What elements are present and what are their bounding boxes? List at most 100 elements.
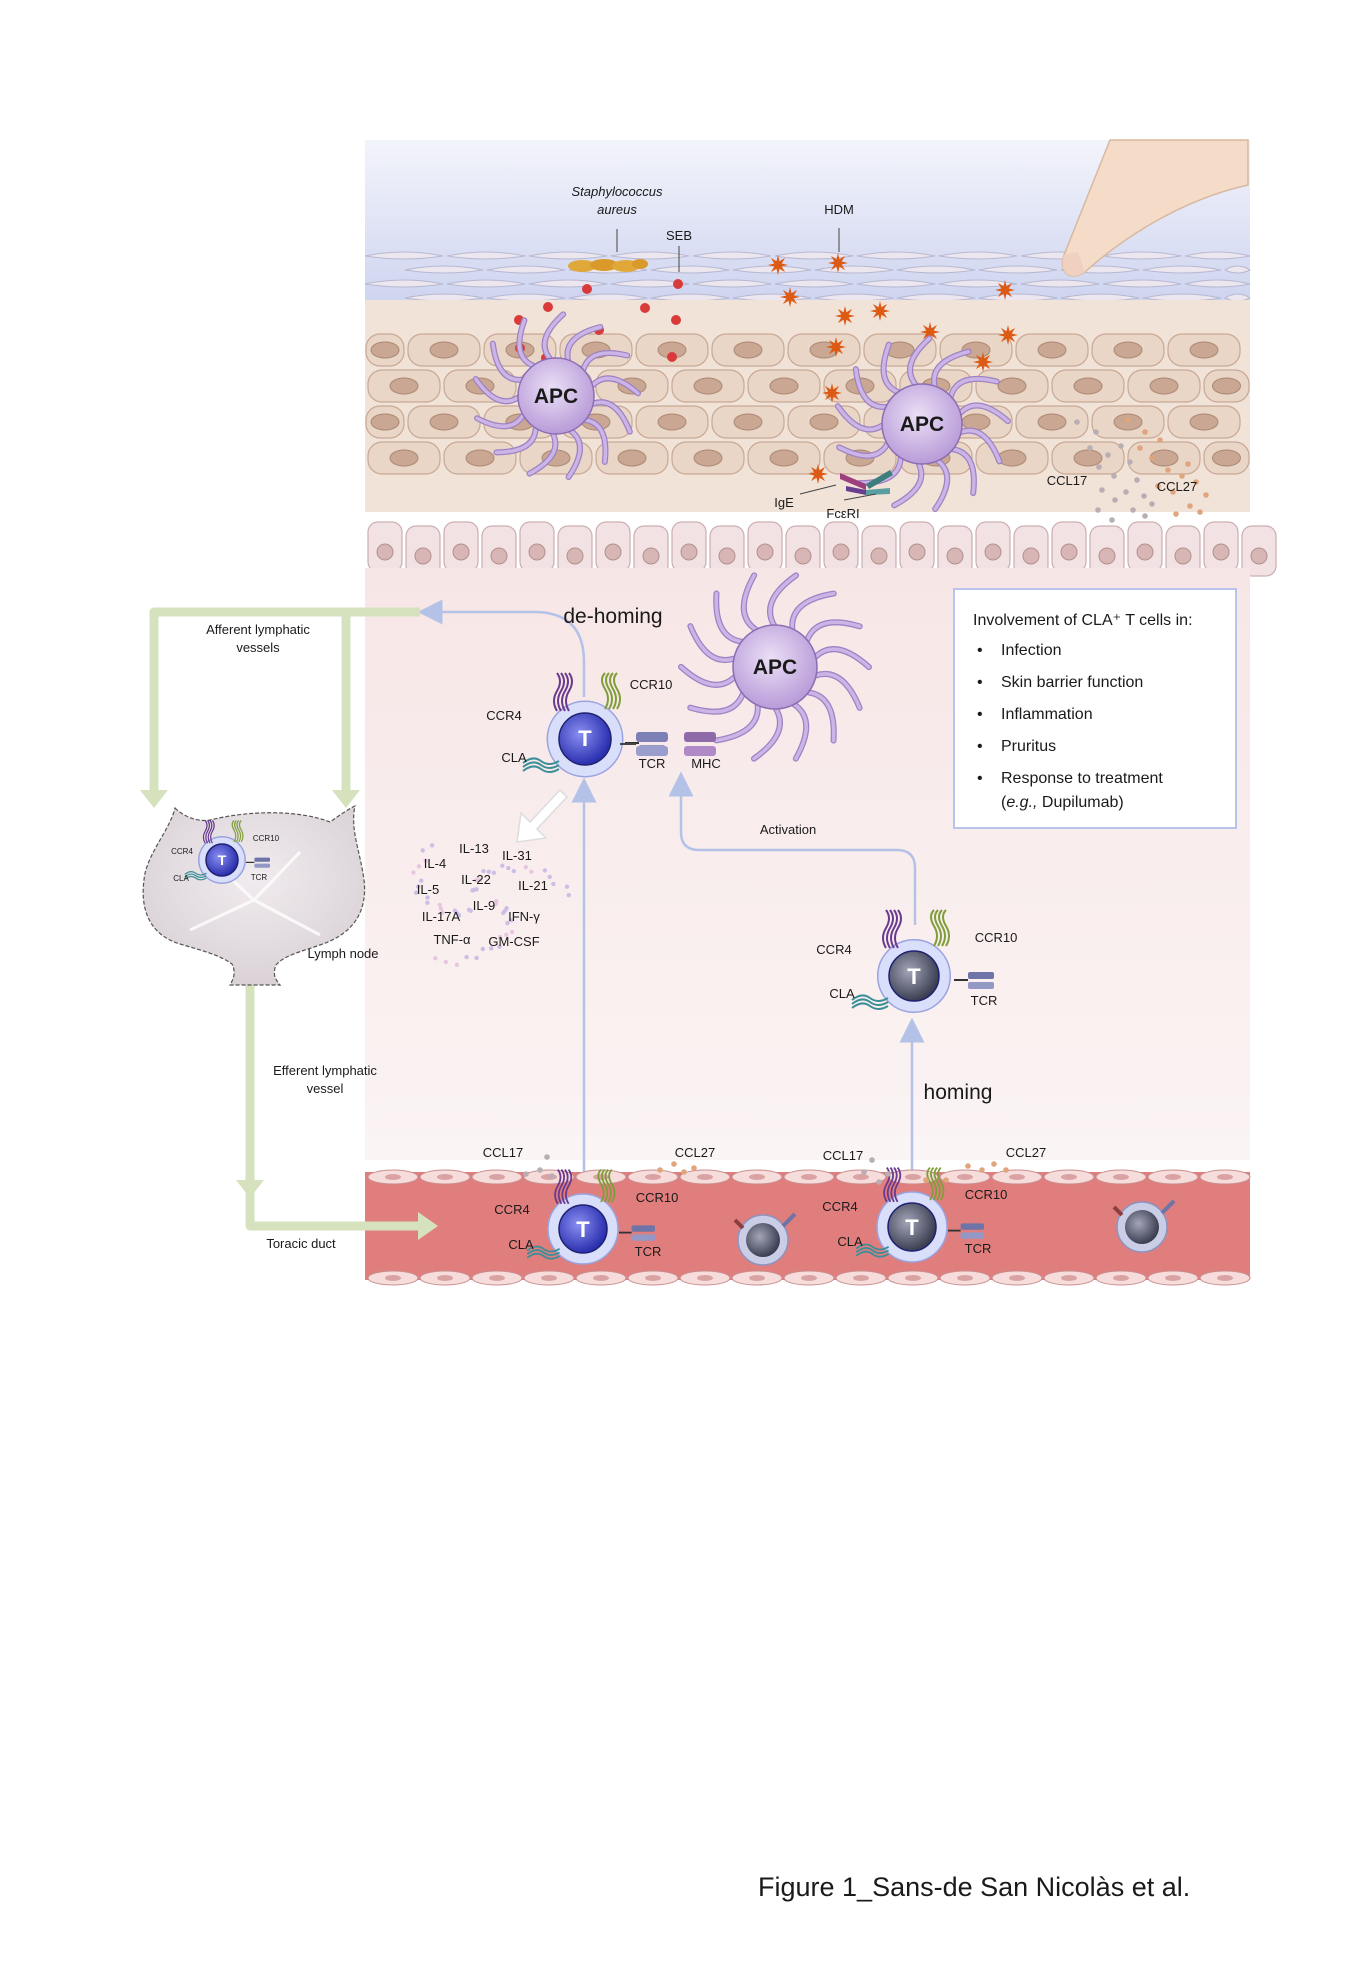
keratinocyte-nucleus	[997, 449, 1027, 467]
chemokine-dot	[1157, 437, 1163, 443]
basal-cell-nucleus	[1250, 547, 1268, 565]
receptor	[890, 1167, 898, 1203]
receptor	[851, 994, 889, 1002]
chemokine-dot	[1109, 517, 1115, 523]
cla-label-vessel-1: CLA	[508, 1237, 534, 1252]
keratinocyte-nucleus	[370, 413, 400, 431]
chemokine-dot	[1095, 507, 1101, 513]
hdm-allergen	[973, 352, 993, 372]
cytokine-dot	[419, 878, 424, 883]
chemokine-dot	[923, 1177, 929, 1183]
cytokine-dot	[489, 946, 494, 951]
basal-cell-nucleus	[642, 547, 660, 565]
receptor	[207, 820, 213, 844]
apc-cell-epidermis-left	[472, 311, 641, 481]
seb-particle	[582, 284, 592, 294]
endothelial-nucleus	[437, 1174, 453, 1180]
cytokine-dot	[504, 932, 509, 937]
cytokine-dot	[500, 863, 505, 868]
ccr4-label-dermis: CCR4	[486, 708, 521, 723]
dendrite-core	[688, 624, 736, 662]
house-dust-mite-allergens	[768, 253, 1018, 484]
ige-pointer	[799, 484, 837, 495]
basal-cell-nucleus	[604, 543, 622, 561]
keratinocyte-nucleus	[1073, 449, 1103, 467]
chemokine-dot	[979, 1167, 985, 1173]
fceri-pointer	[843, 493, 877, 501]
tcr-chain	[254, 863, 270, 868]
dendrite-core	[491, 341, 524, 382]
chemokine-dot	[1099, 487, 1105, 493]
t-cell-nucleus	[558, 712, 612, 766]
dendrite-core	[908, 336, 932, 387]
corneocyte	[1102, 279, 1182, 288]
receptor	[930, 1166, 938, 1201]
receptor	[184, 875, 207, 881]
efferent-label-1: Efferent lymphatic	[273, 1063, 377, 1078]
staphylococcus-bacteria	[568, 259, 648, 272]
bacteria-label-1: Staphylococcus	[571, 184, 663, 199]
basal-cell-nucleus	[566, 547, 584, 565]
chemokine-dot	[1193, 479, 1199, 485]
dendrite-core	[583, 418, 608, 464]
tcr-chain	[968, 972, 994, 979]
endothelial-nucleus	[489, 1174, 505, 1180]
t-cell-nucleus	[205, 843, 239, 877]
cla-label-dermis: CLA	[501, 750, 527, 765]
chemokine-dot	[1141, 493, 1147, 499]
keratinocyte-nucleus	[389, 377, 419, 395]
dendrite-core	[688, 692, 745, 714]
cytokine-dot	[474, 878, 479, 883]
tcr-chain	[631, 1225, 655, 1232]
dendrite-core	[951, 447, 976, 495]
corneocyte	[486, 265, 566, 274]
tcr-label-homing: TCR	[971, 993, 998, 1008]
corneocyte	[1142, 265, 1222, 274]
endothelial-nucleus	[801, 1275, 817, 1281]
receptor	[526, 1249, 561, 1256]
dendrite-core	[474, 377, 520, 403]
corneocyte	[364, 279, 444, 288]
t-cell-homing-dermis	[851, 909, 994, 1013]
dendrite-core	[527, 432, 558, 476]
efferent-label-2: vessel	[307, 1081, 344, 1096]
cytokine-dot	[497, 944, 502, 949]
chemokine-dot	[691, 1165, 697, 1171]
circulating-cell-nucleus	[1125, 1210, 1159, 1244]
corneocyte	[1184, 279, 1251, 288]
dendrite-core	[892, 462, 924, 508]
fceri-label: FcεRI	[826, 506, 859, 521]
t-cell-nucleus	[888, 950, 940, 1002]
dendrite-core	[814, 672, 862, 710]
chemokine-dots-vessel	[523, 1154, 1009, 1185]
bacteria-label-2: aureus	[597, 202, 637, 217]
cytokine-dot	[429, 843, 435, 848]
keratinocyte-nucleus	[370, 341, 400, 359]
chemokine-dot	[1197, 509, 1203, 515]
chemokine-dot	[523, 1171, 529, 1177]
cytokine-dot	[493, 901, 498, 907]
dehoming-label: de-homing	[563, 605, 662, 628]
cytokine-dot	[454, 962, 460, 967]
hdm-allergen	[822, 383, 842, 403]
keratinocyte-nucleus	[733, 413, 763, 431]
receptor	[942, 909, 950, 947]
dendrite-core	[790, 591, 836, 631]
afferent-label-2: vessels	[236, 640, 280, 655]
endothelial-nucleus	[1009, 1275, 1025, 1281]
chemokine-dot	[861, 1169, 867, 1175]
receptor	[882, 909, 890, 949]
cytokine-dot	[542, 868, 548, 873]
receptor	[522, 757, 560, 765]
cytokine-dot	[523, 864, 528, 870]
basal-cell-nucleus	[1136, 543, 1154, 561]
tcr-label-dermis: TCR	[639, 756, 666, 771]
cytokine-dot	[416, 884, 421, 889]
hdm-allergen	[920, 322, 940, 342]
corneocyte	[938, 251, 1018, 260]
basal-cell-nucleus	[1098, 547, 1116, 565]
cytokine-label: IL-21	[518, 878, 548, 893]
receptor	[231, 819, 237, 843]
chemokine-dot	[885, 1171, 891, 1177]
keratinocyte-nucleus	[617, 449, 647, 467]
